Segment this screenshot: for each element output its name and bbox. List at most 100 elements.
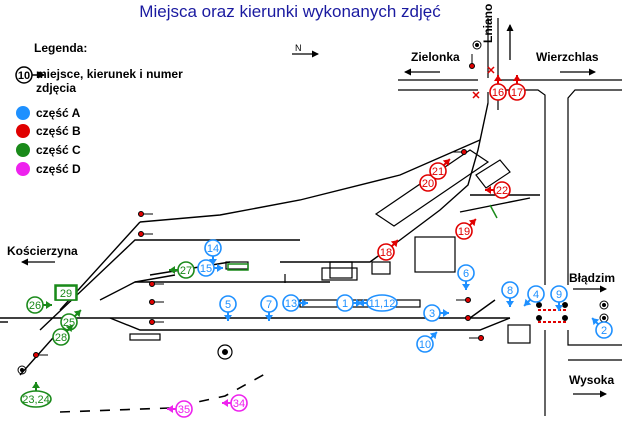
legend-heading: Legenda: <box>34 41 88 55</box>
photo-marker-arrowhead <box>555 305 563 311</box>
legend-marker-text-line2: zdjęcia <box>36 81 77 95</box>
photo-marker-23-24: 23,24 <box>20 382 52 408</box>
photo-marker-arrowhead <box>167 405 173 413</box>
photo-marker-label: 23,24 <box>22 394 50 406</box>
photo-marker-circle <box>489 83 507 101</box>
photo-marker-label: 1 <box>342 298 348 310</box>
photo-marker-7: 7 <box>260 295 278 321</box>
photo-marker-11-12: 11,12 <box>358 294 398 312</box>
photo-marker-label: 22 <box>496 185 508 197</box>
photo-marker-label: 27 <box>180 265 192 277</box>
photo-marker-arrowhead <box>46 301 52 309</box>
photo-marker-label: 6 <box>463 268 469 280</box>
north-label: N <box>295 43 302 53</box>
photo-marker-circle <box>204 239 222 257</box>
direction-arrows <box>21 24 607 398</box>
photo-marker-label: 2 <box>601 325 607 337</box>
photo-marker-circle <box>260 295 278 313</box>
photo-marker-label: 3 <box>429 308 435 320</box>
photo-marker-10: 10 <box>416 331 438 353</box>
photo-marker-arrowhead <box>73 310 81 318</box>
photo-marker-arrowhead <box>358 299 364 307</box>
crossing-marks <box>472 66 495 99</box>
photo-marker-circle <box>377 243 395 261</box>
photo-marker-circle <box>366 294 398 312</box>
photo-marker-label: 15 <box>200 263 212 275</box>
photo-marker-28: 28 <box>52 324 74 346</box>
photo-marker-label: 19 <box>458 226 470 238</box>
photo-marker-circle <box>197 259 215 277</box>
photo-marker-arrowhead <box>443 309 449 317</box>
photo-marker-circle <box>493 181 511 199</box>
signals <box>17 40 609 375</box>
photo-marker-circle <box>282 294 300 312</box>
photo-marker-6: 6 <box>457 264 475 290</box>
photo-marker-arrowhead <box>494 75 502 81</box>
photo-marker-arrowhead <box>265 315 273 321</box>
direction-label-wierzchlas: Wierzchlas <box>536 50 599 64</box>
photo-marker-circle <box>336 294 354 312</box>
photo-marker-label: 10 <box>419 339 431 351</box>
photo-marker-label: 8 <box>507 285 513 297</box>
photo-marker-circle <box>508 83 526 101</box>
photo-marker-circle <box>550 285 568 303</box>
photo-marker-label: 20 <box>422 178 434 190</box>
photo-marker-arrowhead <box>429 332 437 340</box>
photo-marker-circle <box>527 285 545 303</box>
photo-marker-18: 18 <box>377 239 399 261</box>
legend-part-d-label: część D <box>36 162 81 176</box>
photo-marker-3: 3 <box>423 304 449 322</box>
photo-marker-arrowhead <box>217 264 223 272</box>
photo-marker-2: 2 <box>591 317 613 339</box>
photo-marker-label: 5 <box>225 299 231 311</box>
photo-marker-9: 9 <box>550 285 568 311</box>
photo-marker-arrowhead <box>32 382 40 388</box>
photo-marker-35: 35 <box>167 400 193 418</box>
legend-marker-number: 10 <box>18 70 30 82</box>
photo-marker-arrowhead <box>224 315 232 321</box>
legend-marker-text-line1: miejsce, kierunek i numer <box>36 67 183 81</box>
page-title: Miejsca oraz kierunki wykonanych zdjęć <box>139 2 441 21</box>
photo-marker-circle <box>416 335 434 353</box>
photo-marker-arrowhead <box>506 301 514 307</box>
photo-marker-circle <box>177 261 195 279</box>
photo-marker-label: 4 <box>533 289 539 301</box>
photo-marker-circle <box>595 321 613 339</box>
photo-marker-circle <box>55 285 77 301</box>
photo-marker-circle <box>52 328 70 346</box>
photo-marker-arrowhead <box>390 240 398 248</box>
photo-marker-22: 22 <box>485 181 511 199</box>
legend-part-c-label: część C <box>36 143 81 157</box>
legend-part-b-label: część B <box>36 124 81 138</box>
photo-marker-circle <box>429 162 447 180</box>
photo-marker-label: 7 <box>266 299 272 311</box>
direction-label-wysoka: Wysoka <box>569 373 615 387</box>
photo-marker-4: 4 <box>523 285 545 307</box>
tracks <box>0 102 540 376</box>
turntable <box>217 344 233 360</box>
photo-marker-26: 26 <box>26 296 52 314</box>
level-crossing <box>538 309 566 323</box>
photo-marker-label: 18 <box>380 247 392 259</box>
photo-marker-arrowhead <box>65 325 73 333</box>
photo-marker-label: 28 <box>55 332 67 344</box>
photo-marker-circle <box>457 264 475 282</box>
photo-marker-arrowhead <box>302 299 308 307</box>
photo-marker-label: 13 <box>285 298 297 310</box>
photo-marker-circle <box>230 394 248 412</box>
photo-marker-arrowhead <box>592 318 600 326</box>
photo-marker-27: 27 <box>169 261 195 279</box>
legend-graphics <box>15 66 45 176</box>
photo-marker-13: 13 <box>282 294 308 312</box>
photo-marker-21: 21 <box>429 158 451 180</box>
photo-marker-circle <box>175 400 193 418</box>
legend-part-a-label: część A <box>36 106 81 120</box>
photo-marker-5: 5 <box>219 295 237 321</box>
former-track-dashed <box>59 373 266 413</box>
photo-marker-arrowhead <box>462 284 470 290</box>
photo-marker-circle <box>455 222 473 240</box>
photo-marker-label: 16 <box>492 87 504 99</box>
photo-marker-arrowhead <box>524 298 532 306</box>
